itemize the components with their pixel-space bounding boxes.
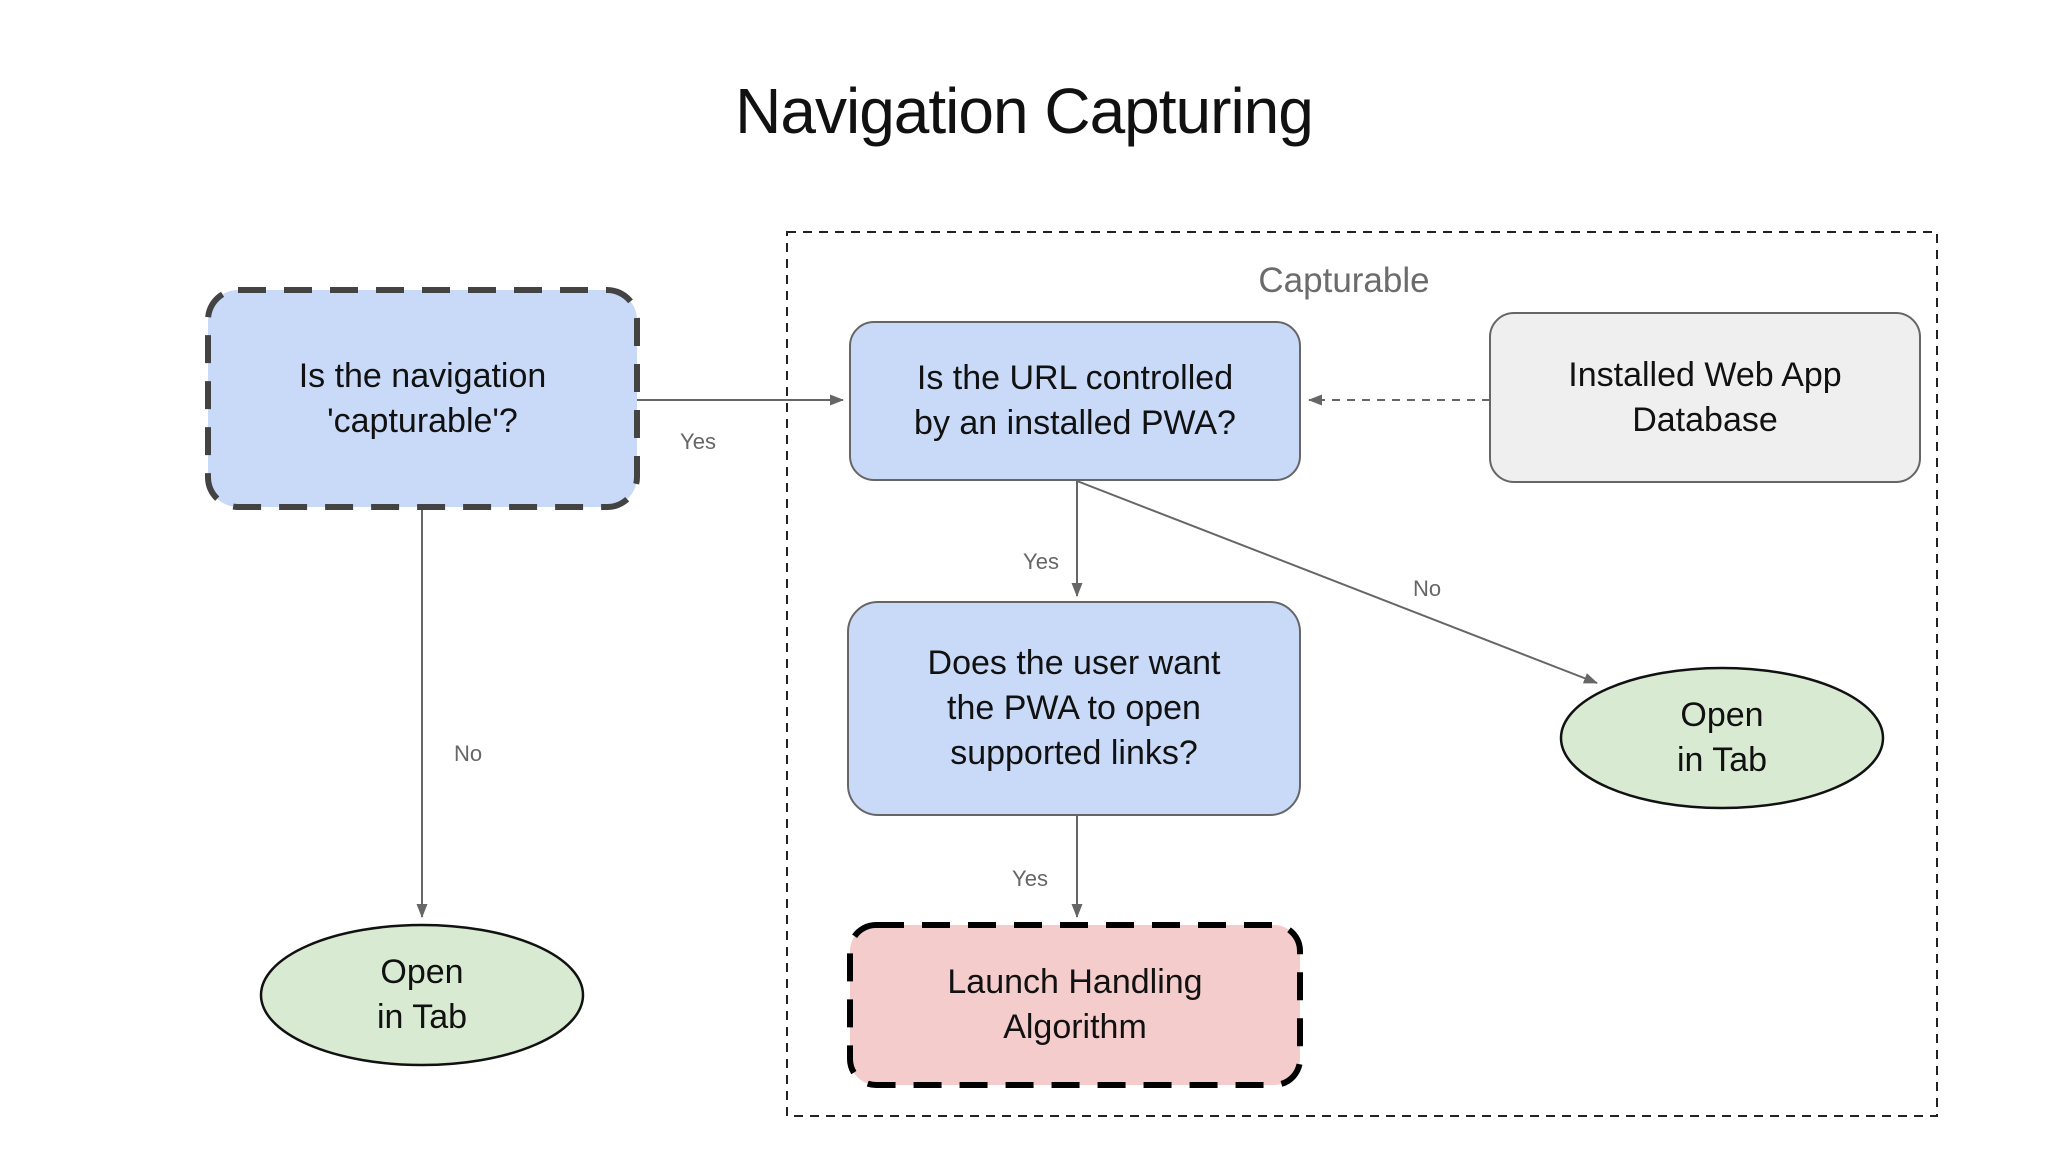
node-open-in-tab-right-text: Open in Tab — [1676, 696, 1768, 779]
node-capturable-question-text: Is the navigation 'capturable'? — [298, 356, 547, 440]
edge-label-capturable-yes: Yes — [680, 429, 716, 454]
node-open-in-tab-left-shape — [259, 923, 585, 1067]
node-open-in-tab-left-text: Open in Tab — [376, 953, 468, 1036]
capturable-group-border — [786, 231, 1938, 1117]
node-url-controlled-text: Is the URL controlled by an installed PW… — [914, 359, 1236, 442]
node-launch-handling-shape — [847, 922, 1303, 1088]
node-installed-db-shape — [1489, 312, 1921, 483]
capturable-group-label: Capturable — [1258, 261, 1430, 300]
node-url-controlled-shape — [849, 321, 1301, 481]
node-open-in-tab-right-shape — [1559, 666, 1885, 810]
edge-label-supported-links-yes: Yes — [1012, 866, 1048, 891]
node-installed-db-text: Installed Web App Database — [1568, 355, 1842, 439]
node-user-want-shape — [847, 601, 1301, 816]
edge-label-controlled-no: No — [1412, 576, 1442, 601]
node-capturable-question-shape — [205, 287, 640, 510]
edge-label-controlled-yes: Yes — [1023, 549, 1059, 574]
node-launch-handling-text: Launch Handling Algorithm — [947, 963, 1203, 1046]
node-user-want-text: Does the user want the PWA to open suppo… — [927, 644, 1221, 772]
page-title: Navigation Capturing — [735, 75, 1314, 147]
edge-label-capturable-no: No — [453, 741, 483, 766]
edge-controlled-no-arrow — [1076, 480, 1598, 684]
